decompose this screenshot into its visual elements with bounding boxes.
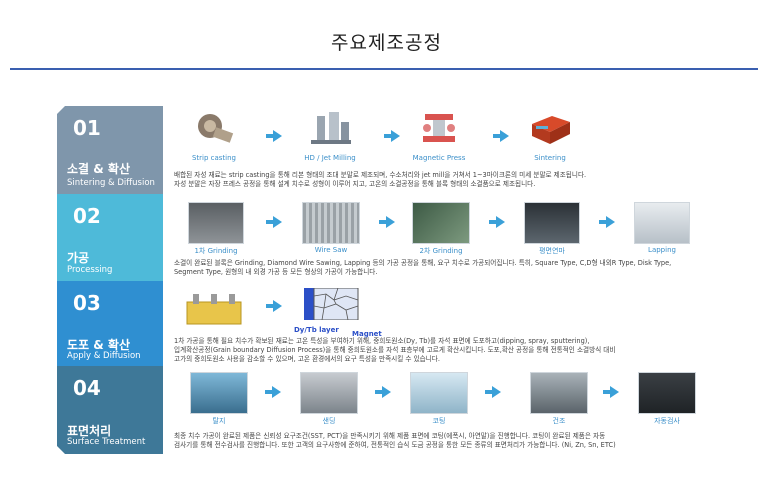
arrow-right-icon — [265, 386, 281, 398]
polishing-photo — [524, 202, 580, 244]
step-04-description: 최종 치수 가공이 완료된 제품은 신뢰성 요구조건(SST, PCT)을 만족… — [174, 432, 734, 450]
process-caption: 코팅 — [432, 417, 446, 425]
step-number: 01 — [73, 116, 101, 140]
step-title-en: Sintering & Diffusion — [67, 178, 155, 188]
step-title-ko: 도포 & 확산 — [67, 338, 130, 352]
process-image-lapping: Lapping — [634, 202, 690, 254]
process-image-drying: 건조 — [530, 372, 588, 426]
process-caption: Sintering — [534, 154, 566, 162]
description-line: 배합된 자성 재료는 strip casting을 통해 리본 형태의 조대 분… — [174, 171, 587, 179]
process-image-jet-milling: HD / Jet Milling — [300, 110, 360, 162]
process-caption: Wire Saw — [314, 246, 348, 254]
description-line: 1차 가공을 통해 필요 치수가 확보된 재료는 고온 특성을 부여하기 위해,… — [174, 337, 590, 345]
process-caption: 평면연마 — [539, 247, 565, 255]
grain-diffusion-diagram — [304, 287, 359, 321]
process-image-surface-polishing: 평면연마 — [524, 202, 580, 256]
inspection-photo — [638, 372, 696, 414]
step-title-en: Apply & Diffusion — [67, 351, 141, 361]
description-line: 고가의 중희토원소 사용을 감소할 수 있으며, 고온 환경에서의 요구 특성을… — [174, 355, 440, 363]
arrow-right-icon — [493, 130, 509, 142]
sintering-furnace-icon — [532, 116, 570, 144]
arrow-right-icon — [489, 216, 505, 228]
grinding-photo — [188, 202, 244, 244]
step-01-description: 배합된 자성 재료는 strip casting을 통해 리본 형태의 조대 분… — [174, 171, 734, 189]
process-caption: 탈지 — [212, 417, 226, 425]
arrow-right-icon — [375, 386, 391, 398]
process-image-coating: 코팅 — [410, 372, 468, 426]
step-number: 04 — [73, 376, 101, 400]
step-04-panel: 04 표면처리 Surface Treatment — [57, 366, 163, 454]
description-line: 자성 분말은 자장 프레스 공정을 통해 설계 치수로 성형이 이루어 지고, … — [174, 180, 536, 188]
process-image-degreasing: 탈지 — [190, 372, 248, 426]
coating-photo — [410, 372, 468, 414]
step-02-panel: 02 가공 Processing — [57, 194, 163, 281]
step-03-panel: 03 도포 & 확산 Apply & Diffusion — [57, 281, 163, 366]
process-image-magnetic-press: Magnetic Press — [412, 110, 466, 162]
magnetic-press-icon — [423, 114, 455, 142]
title-divider — [10, 68, 758, 70]
description-line: 입계확산공정(Grain boundary Diffusion Process)… — [174, 346, 616, 354]
lapping-photo — [634, 202, 690, 244]
process-caption: Strip casting — [191, 154, 237, 162]
arrow-right-icon — [266, 300, 282, 312]
step-03-description: 1차 가공을 통해 필요 치수가 확보된 재료는 고온 특성을 부여하기 위해,… — [174, 337, 734, 364]
dy-tb-layer-label: Dy/Tb layer — [294, 326, 339, 334]
strip-casting-icon — [198, 114, 234, 143]
process-image-wire-saw: Wire Saw — [302, 202, 360, 254]
process-image-1st-grinding: 1차 Grinding — [188, 202, 244, 256]
process-caption: HD / Jet Milling — [304, 154, 356, 162]
process-image-sintering: Sintering — [525, 110, 575, 162]
arrow-right-icon — [384, 130, 400, 142]
magnet-label: Magnet — [352, 330, 382, 338]
arrow-right-icon — [599, 216, 615, 228]
drying-photo — [530, 372, 588, 414]
process-caption: Lapping — [648, 246, 676, 254]
process-caption: 건조 — [552, 417, 566, 425]
diagram-labels: Dy/Tb layer Magnet — [294, 324, 382, 338]
step-02-description: 소결이 완료된 블록은 Grinding, Diamond Wire Sawin… — [174, 259, 734, 277]
page-title: 주요제조공정 — [331, 32, 442, 54]
step-title-ko: 표면처리 — [67, 424, 112, 438]
arrow-right-icon — [379, 216, 395, 228]
process-caption: 1차 Grinding — [194, 247, 238, 255]
degreasing-photo — [190, 372, 248, 414]
arrow-right-icon — [266, 216, 282, 228]
step-number: 03 — [73, 291, 101, 315]
arrow-right-icon — [266, 130, 282, 142]
process-image-coating-tanks — [184, 288, 244, 330]
process-image-diffusion-diagram: Dy/Tb layer Magnet — [294, 287, 382, 338]
process-caption: 샌딩 — [322, 417, 336, 425]
step-number: 02 — [73, 204, 101, 228]
process-caption: 자동검사 — [654, 417, 680, 425]
sanding-photo — [300, 372, 358, 414]
process-image-auto-inspection: 자동검사 — [638, 372, 696, 426]
step-title-en: Processing — [67, 265, 113, 275]
process-caption: Magnetic Press — [412, 154, 466, 162]
process-image-strip-casting: Strip casting — [188, 110, 240, 162]
process-caption: 2차 Grinding — [419, 247, 463, 255]
arrow-right-icon — [603, 386, 619, 398]
wire-saw-photo — [302, 202, 360, 244]
jet-mill-icon — [311, 112, 351, 144]
process-image-sanding: 샌딩 — [300, 372, 358, 426]
step-title-ko: 소결 & 확산 — [67, 162, 130, 176]
description-line: Segment Type, 원형의 내 외경 가공 등 모든 형상의 가공이 가… — [174, 268, 378, 276]
step-title-ko: 가공 — [67, 251, 90, 265]
step-01-panel: 01 소결 & 확산 Sintering & Diffusion — [57, 106, 163, 194]
arrow-right-icon — [485, 386, 501, 398]
description-line: 소결이 완료된 블록은 Grinding, Diamond Wire Sawin… — [174, 259, 672, 267]
process-image-2nd-grinding: 2차 Grinding — [412, 202, 470, 256]
coating-tank-icon — [186, 294, 242, 325]
description-line: 검사기를 통해 전수검사를 진행합니다. 또한 고객의 요구사항에 준하여, 전… — [174, 441, 616, 449]
description-line: 최종 치수 가공이 완료된 제품은 신뢰성 요구조건(SST, PCT)을 만족… — [174, 432, 606, 440]
grinding-photo — [412, 202, 470, 244]
step-title-en: Surface Treatment — [67, 437, 146, 447]
